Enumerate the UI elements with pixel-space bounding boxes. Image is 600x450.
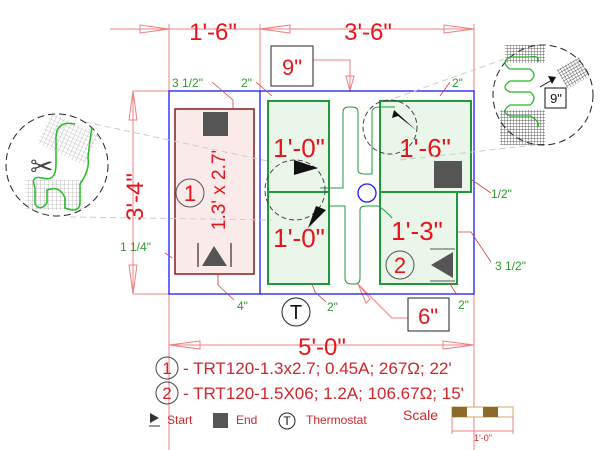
start-icon: [197, 243, 232, 267]
start-arrow-icon: [308, 206, 326, 228]
heater-1-number: 1: [184, 181, 196, 206]
heater-2-mats[interactable]: [267, 100, 472, 285]
scissors-icon: ✂: [30, 151, 53, 182]
floor-drain: [357, 183, 377, 203]
clearance-left-top: 3 1/2": [172, 76, 203, 90]
end-icon: [434, 161, 462, 188]
area-lower-right: 1'-3": [391, 216, 443, 246]
start-icon: [150, 413, 159, 423]
cut-detail-callout: ✂: [5, 112, 273, 221]
legend: 1 - TRT120-1.3x2.7; 0.45A; 267Ω; 22' 2 -…: [149, 356, 514, 443]
svg-text:T: T: [283, 414, 291, 428]
thermostat-symbol: T: [290, 302, 302, 324]
room-outline: [168, 90, 475, 295]
gap-bottom-box: [407, 297, 450, 332]
dim-width-left: 1'-6": [189, 19, 237, 46]
area-lower-left: 1'-0": [273, 223, 325, 253]
heater-1-size: 1.3' x 2.7': [209, 150, 230, 230]
svg-text:1: 1: [162, 359, 171, 378]
clearance-right-mid: 1/2": [491, 187, 512, 201]
clearance-right-top: 2": [452, 76, 463, 90]
gap-top: 9": [282, 55, 302, 80]
start-icon: [431, 252, 453, 278]
start-arrow-icon: [392, 110, 416, 130]
legend-item-2: - TRT120-1.5X06; 1.2A; 106.67Ω; 15': [183, 384, 464, 403]
arrow-icon: [548, 76, 556, 84]
svg-text:9": 9": [550, 91, 562, 106]
scale-bar: [451, 406, 514, 434]
thermostat-icon[interactable]: [281, 297, 311, 327]
overlap-detail-callout: 9": [394, 44, 594, 161]
clearance-right-bottom: 2": [458, 298, 469, 312]
thermostat-icon: [278, 412, 296, 430]
clearance-left-side: 1 1/4": [120, 240, 151, 254]
legend-end: End: [236, 413, 257, 427]
area-upper-right: 1'-6": [399, 133, 451, 163]
clearance-right-lower: 3 1/2": [495, 259, 526, 273]
gap-top-box: [270, 45, 314, 87]
scale-label: Scale: [403, 407, 438, 423]
heating-cable: [320, 106, 395, 285]
heater-2-number: 2: [394, 253, 406, 278]
heater-2-number-circle: [385, 250, 415, 280]
dim-total-width: 5'-0": [298, 334, 346, 361]
dim-height: 3'-4": [122, 173, 149, 221]
start-arrow-icon: [294, 160, 318, 175]
area-upper-left: 1'-0": [273, 133, 325, 163]
end-icon: [203, 112, 228, 136]
scale-value: 1'-0": [474, 433, 492, 443]
clearance-mid-top: 2": [241, 76, 252, 90]
heater-1-mat[interactable]: [174, 108, 255, 275]
end-icon: [213, 413, 228, 428]
gap-bottom: 6": [418, 304, 438, 329]
heater-1-number-circle: [175, 178, 205, 208]
turn-detail-circle: [264, 159, 326, 221]
clearance-mid-bottom: 2": [327, 300, 338, 314]
dim-width-right: 3'-6": [344, 19, 392, 46]
svg-text:2: 2: [162, 384, 171, 403]
clearance-leaders: [164, 81, 492, 303]
legend-item-1: - TRT120-1.3x2.7; 0.45A; 267Ω; 22': [183, 359, 452, 378]
turn-detail-circle: [362, 99, 418, 155]
clearance-left-bottom: 4": [237, 299, 248, 313]
legend-start: Start: [167, 413, 193, 427]
legend-thermostat: Thermostat: [306, 413, 367, 427]
